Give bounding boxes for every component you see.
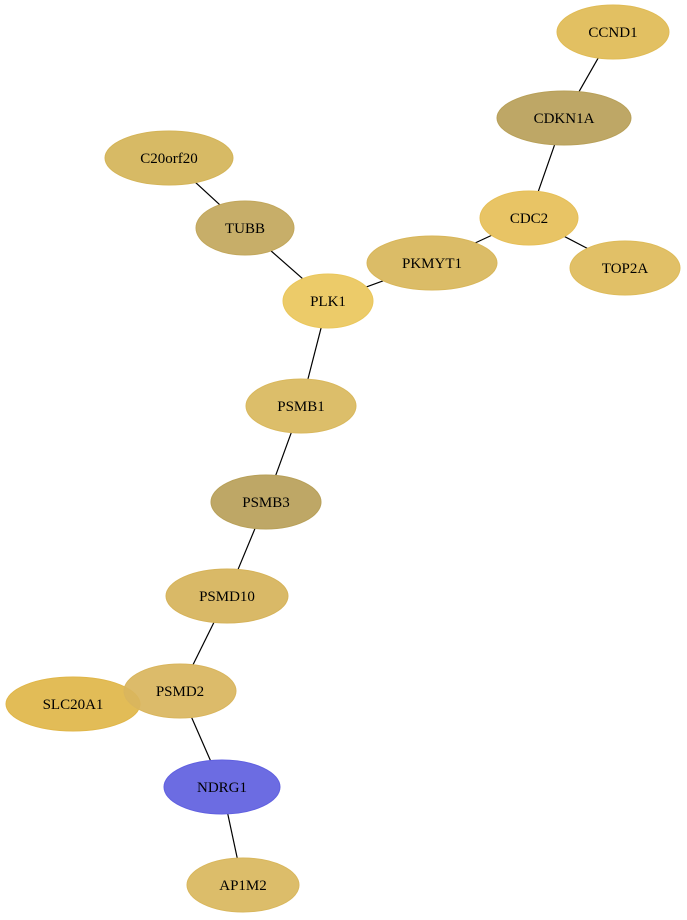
- node-pkmyt1[interactable]: PKMYT1: [366, 235, 498, 291]
- node-label: CDC2: [510, 211, 548, 227]
- node-label: PSMD2: [156, 684, 204, 700]
- node-psmb3[interactable]: PSMB3: [210, 474, 322, 530]
- node-shape: [210, 474, 322, 530]
- node-psmd10[interactable]: PSMD10: [165, 568, 289, 624]
- node-top2a[interactable]: TOP2A: [569, 240, 681, 296]
- node-label: CCND1: [588, 25, 637, 41]
- edge-psmb3-psmd10: [237, 528, 256, 570]
- node-label: PSMB1: [277, 399, 325, 415]
- node-tubb[interactable]: TUBB: [195, 200, 295, 256]
- edge-cdc2-pkmyt1: [475, 234, 492, 244]
- edge-pkmyt1-plk1: [366, 280, 384, 288]
- edge-c20orf20-tubb: [195, 182, 221, 206]
- node-c20orf20[interactable]: C20orf20: [104, 130, 234, 186]
- node-label: SLC20A1: [43, 697, 104, 713]
- edge-ccnd1-cdkn1a: [578, 57, 599, 92]
- node-label: PSMD10: [199, 589, 255, 605]
- node-label: TUBB: [225, 221, 265, 237]
- edge-layer: [191, 57, 599, 859]
- node-ap1m2[interactable]: AP1M2: [186, 857, 300, 913]
- node-label: PSMB3: [242, 495, 290, 511]
- node-shape: [366, 235, 498, 291]
- node-label: TOP2A: [602, 261, 649, 277]
- node-shape: [479, 190, 579, 246]
- node-shape: [195, 200, 295, 256]
- node-cdkn1a[interactable]: CDKN1A: [496, 90, 632, 146]
- node-slc20a1[interactable]: SLC20A1: [5, 676, 141, 732]
- edge-cdc2-top2a: [564, 236, 588, 249]
- node-plk1[interactable]: PLK1: [282, 273, 374, 329]
- node-shape: [556, 4, 670, 60]
- node-label: AP1M2: [219, 878, 267, 894]
- node-shape: [104, 130, 234, 186]
- edge-psmb1-psmb3: [275, 432, 292, 476]
- edge-ndrg1-ap1m2: [227, 813, 238, 859]
- node-shape: [186, 857, 300, 913]
- edge-cdkn1a-cdc2: [537, 144, 556, 192]
- node-shape: [123, 663, 237, 719]
- node-label: NDRG1: [197, 780, 247, 796]
- edge-psmd2-ndrg1: [191, 717, 211, 761]
- node-shape: [496, 90, 632, 146]
- node-shape: [569, 240, 681, 296]
- node-label: C20orf20: [140, 151, 198, 167]
- node-shape: [282, 273, 374, 329]
- node-ccnd1[interactable]: CCND1: [556, 4, 670, 60]
- node-label: CDKN1A: [534, 111, 595, 127]
- node-label: PLK1: [310, 294, 346, 310]
- edge-plk1-psmb1: [307, 327, 322, 380]
- node-shape: [165, 568, 289, 624]
- node-shape: [163, 759, 281, 815]
- node-shape: [245, 378, 357, 434]
- node-cdc2[interactable]: CDC2: [479, 190, 579, 246]
- node-label: PKMYT1: [402, 256, 462, 272]
- edge-tubb-plk1: [270, 250, 304, 280]
- node-psmd2[interactable]: PSMD2: [123, 663, 237, 719]
- edge-psmd10-psmd2: [192, 622, 215, 666]
- node-psmb1[interactable]: PSMB1: [245, 378, 357, 434]
- node-ndrg1[interactable]: NDRG1: [163, 759, 281, 815]
